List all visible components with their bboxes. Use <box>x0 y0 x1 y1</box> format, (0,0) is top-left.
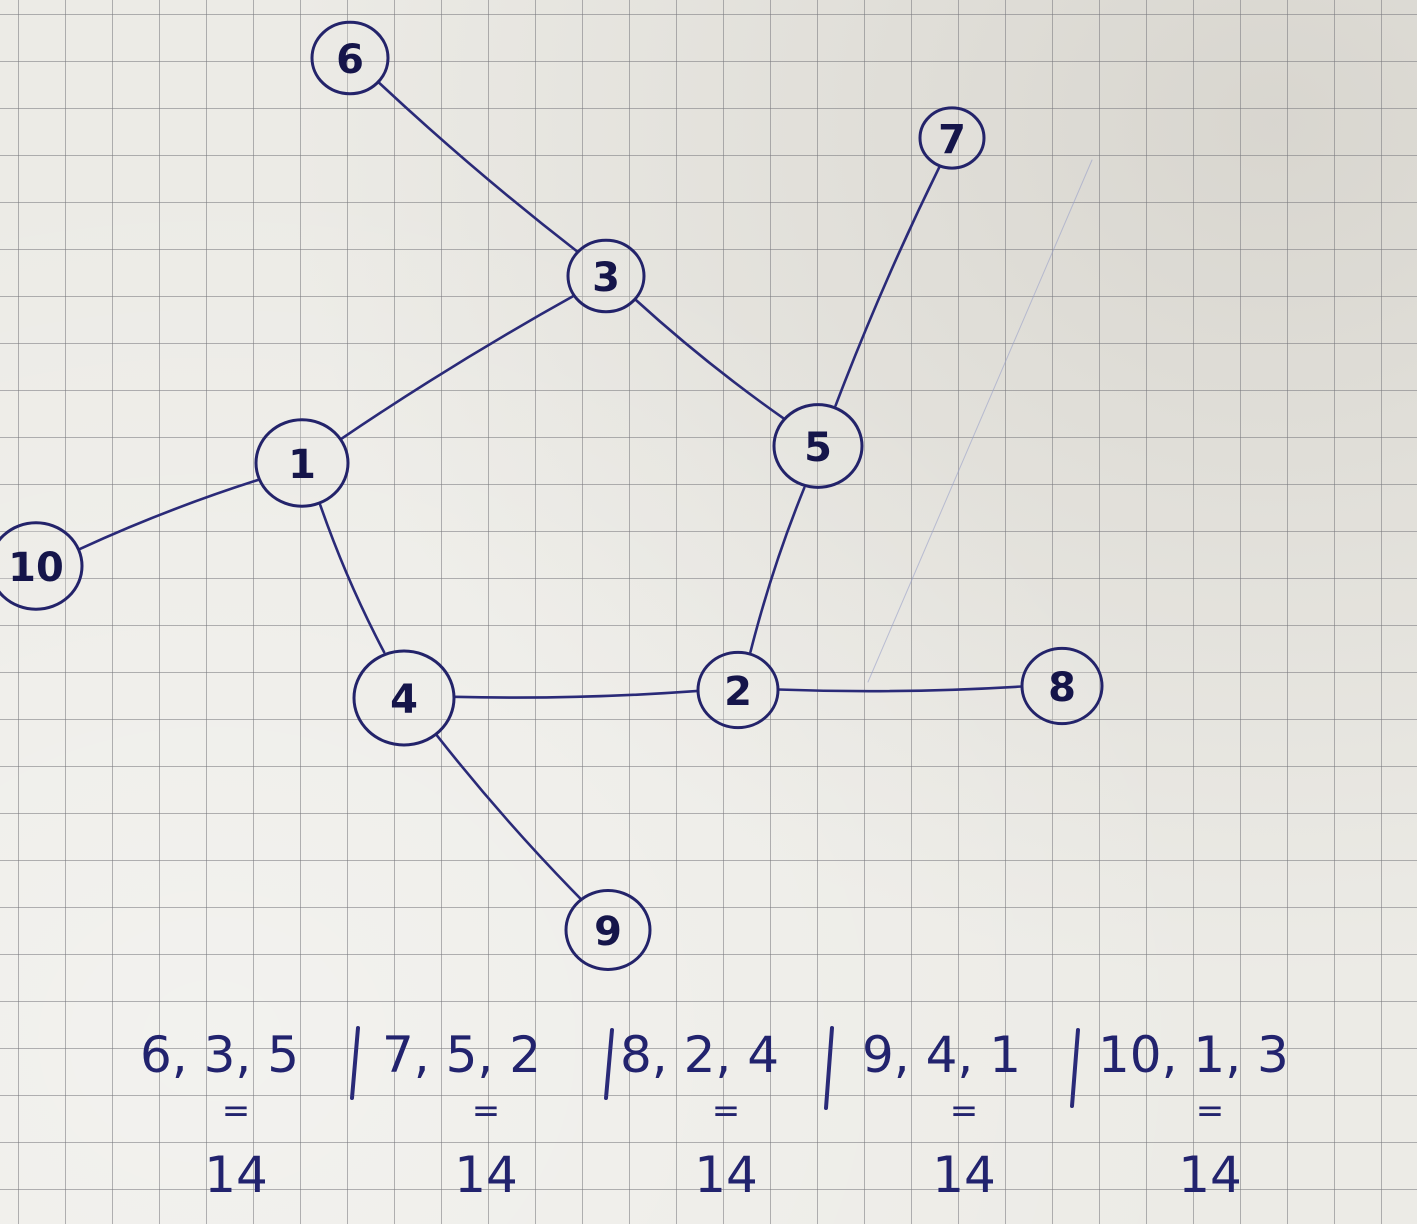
node-circle <box>310 20 390 96</box>
graph-edge-2-8 <box>776 685 1024 693</box>
graph-edge-1-10 <box>77 478 261 551</box>
sum-total: 14 <box>454 1146 518 1204</box>
equals-sign: = <box>950 1091 979 1131</box>
node-circle <box>564 889 652 971</box>
graph-node-5: 5 <box>772 403 864 489</box>
graph-edge-5-2 <box>749 486 806 654</box>
sum-total: 14 <box>1178 1146 1242 1204</box>
sum-triple: 6, 3, 5 <box>140 1026 299 1084</box>
node-label: 5 <box>804 425 832 471</box>
graph-node-3: 3 <box>566 238 646 314</box>
graph-edge-7-5 <box>834 166 941 407</box>
sum-annotations: 6, 3, 5 = 14 7, 5, 2 = 14 8, 2, 4 = 14 9… <box>140 1026 1289 1204</box>
graph-node-4: 4 <box>352 649 456 747</box>
node-label: 4 <box>390 677 418 723</box>
node-label: 6 <box>336 37 364 83</box>
sum-group-1: 6, 3, 5 = 14 <box>140 1026 299 1204</box>
graph-nodes: 6 7 3 5 1 10 4 2 8 9 <box>0 20 1104 971</box>
graph-edge-4-9 <box>435 734 582 900</box>
node-circle <box>918 106 986 170</box>
sum-triple: 8, 2, 4 <box>620 1026 779 1084</box>
sum-triple: 10, 1, 3 <box>1098 1026 1289 1084</box>
sum-total: 14 <box>204 1146 268 1204</box>
sum-total: 14 <box>694 1146 758 1204</box>
sum-group-4: 9, 4, 1 = 14 <box>862 1026 1021 1204</box>
graph-edge-3-1 <box>339 294 575 441</box>
node-circle <box>352 649 456 747</box>
graph-node-7: 7 <box>918 106 986 170</box>
graph-node-2: 2 <box>696 650 780 730</box>
graph-node-10: 10 <box>0 521 84 611</box>
sum-triple: 9, 4, 1 <box>862 1026 1021 1084</box>
node-label: 1 <box>288 442 316 488</box>
equals-sign: = <box>1196 1091 1225 1131</box>
graph-node-8: 8 <box>1020 646 1104 726</box>
separator-3 <box>824 1026 834 1110</box>
node-label: 3 <box>592 255 620 301</box>
separator-1 <box>350 1026 360 1100</box>
graph-node-1: 1 <box>254 418 350 508</box>
node-label: 8 <box>1048 665 1076 711</box>
faint-guide-line <box>867 159 1093 683</box>
node-label: 7 <box>938 117 966 163</box>
sum-group-3: 8, 2, 4 = 14 <box>620 1026 779 1204</box>
node-circle <box>566 238 646 314</box>
sum-total: 14 <box>932 1146 996 1204</box>
node-circle <box>1020 646 1104 726</box>
sum-triple: 7, 5, 2 <box>382 1026 541 1084</box>
sum-group-5: 10, 1, 3 = 14 <box>1098 1026 1289 1204</box>
graph-node-6: 6 <box>310 20 390 96</box>
separator-2 <box>604 1028 614 1100</box>
node-label: 10 <box>8 545 64 591</box>
graph-edge-3-5 <box>634 298 785 420</box>
graph-edge-4-2 <box>452 689 700 699</box>
graph-edge-6-3 <box>377 81 579 253</box>
sum-group-2: 7, 5, 2 = 14 <box>382 1026 541 1204</box>
equals-sign: = <box>712 1091 741 1131</box>
equals-sign: = <box>472 1091 501 1131</box>
graph-edge-1-4 <box>319 503 386 654</box>
node-label: 9 <box>594 909 622 955</box>
separator-4 <box>1070 1028 1080 1108</box>
node-label: 2 <box>724 669 752 715</box>
graph-edges <box>77 81 1024 900</box>
graph-node-9: 9 <box>564 889 652 971</box>
node-circle <box>772 403 864 489</box>
equals-sign: = <box>222 1091 251 1131</box>
node-circle <box>0 521 84 611</box>
node-circle <box>254 418 350 508</box>
node-circle <box>696 650 780 730</box>
